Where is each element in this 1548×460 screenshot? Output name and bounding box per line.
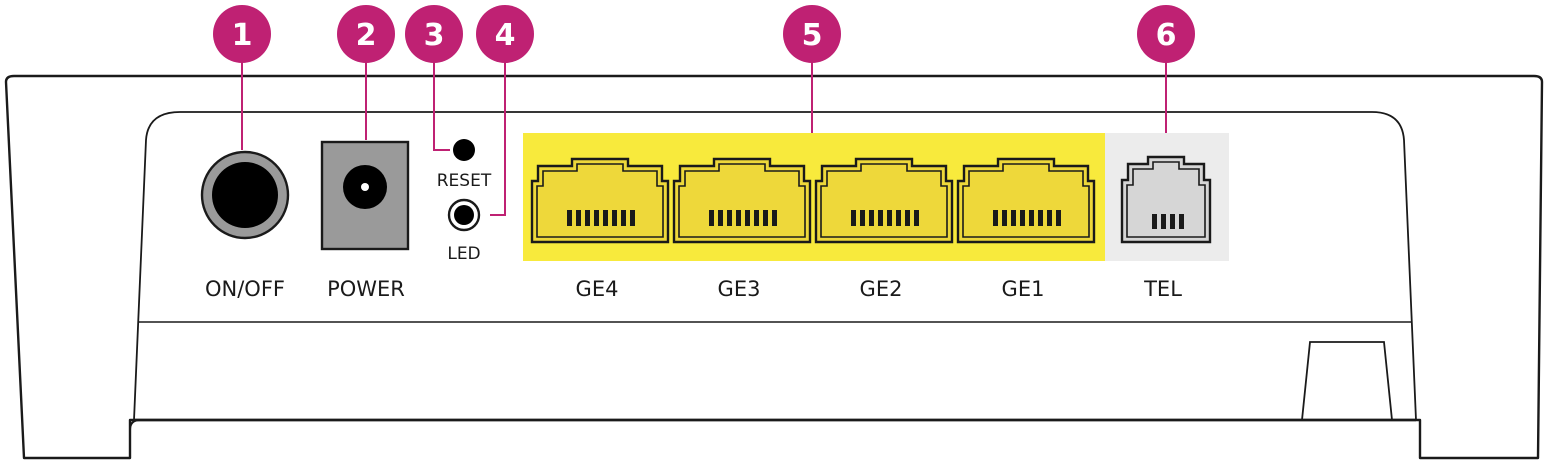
power-jack[interactable] [320, 140, 410, 251]
ge3-label: GE3 [718, 277, 761, 301]
svg-text:5: 5 [802, 18, 823, 53]
ge3-port[interactable] [672, 157, 812, 244]
led-switch[interactable] [447, 198, 481, 232]
callout-badge-6: 6 [1137, 5, 1195, 63]
svg-text:6: 6 [1156, 18, 1177, 53]
on-off-label: ON/OFF [205, 277, 285, 301]
tel-label: TEL [1143, 277, 1182, 301]
callout-badge-1: 1 [213, 5, 271, 63]
inner-panel [133, 111, 1417, 421]
power-label: POWER [327, 277, 405, 301]
ge2-label: GE2 [860, 277, 903, 301]
rj45-port-icon [530, 157, 670, 244]
reset-pinhole-icon [453, 139, 475, 161]
rj45-port-icon [672, 157, 812, 244]
ge4-label: GE4 [576, 277, 619, 301]
led-label: LED [447, 244, 480, 264]
leader-line-4 [490, 60, 506, 216]
device-foot [1301, 341, 1393, 421]
rj45-port-icon [814, 157, 954, 244]
tel-port[interactable] [1120, 155, 1212, 244]
on-off-button[interactable] [200, 150, 290, 240]
leader-line-3 [433, 60, 450, 151]
ge2-port[interactable] [814, 157, 954, 244]
callout-badge-2: 2 [337, 5, 395, 63]
rj45-port-icon [956, 157, 1096, 244]
ge1-port[interactable] [956, 157, 1096, 244]
reset-pinhole[interactable] [453, 139, 475, 161]
callout-badge-5: 5 [783, 5, 841, 63]
ge4-port[interactable] [530, 157, 670, 244]
callout-badge-4: 4 [476, 5, 534, 63]
callout-badge-3: 3 [405, 5, 463, 63]
reset-label: RESET [437, 171, 492, 191]
rj11-port-icon [1120, 155, 1212, 244]
svg-text:4: 4 [495, 18, 516, 53]
svg-text:2: 2 [356, 18, 377, 53]
svg-text:1: 1 [232, 18, 253, 53]
ge1-label: GE1 [1002, 277, 1045, 301]
svg-text:3: 3 [424, 18, 445, 53]
